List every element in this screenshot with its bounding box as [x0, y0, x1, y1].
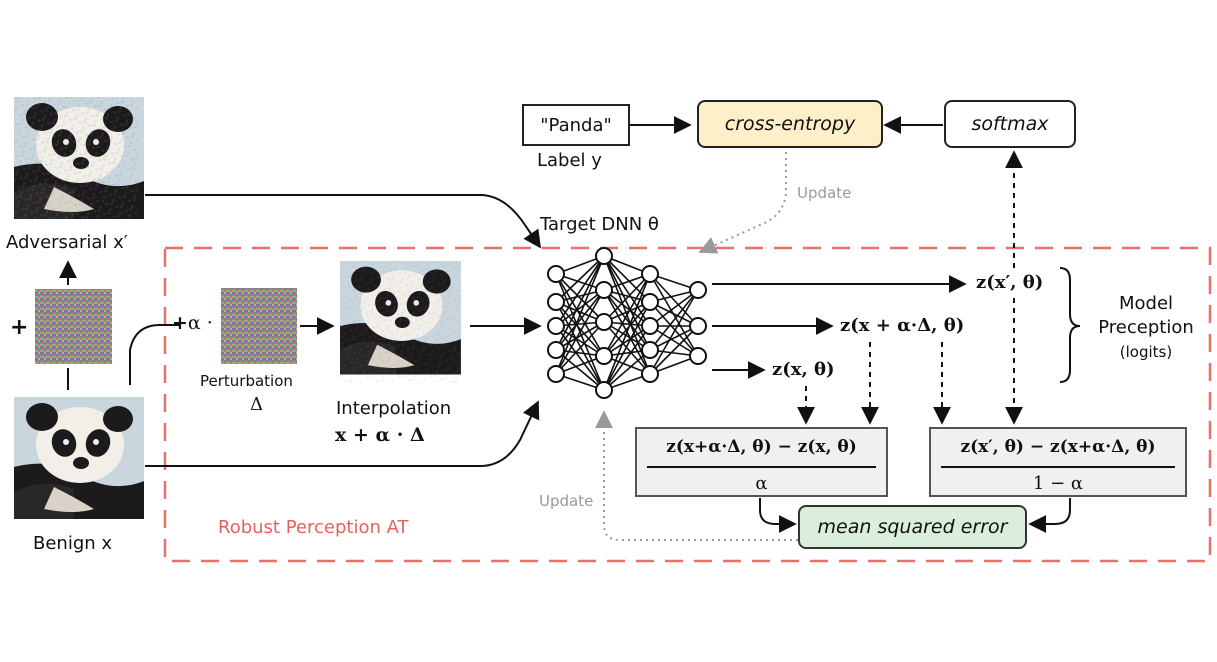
- model-perception-label: Model Preception (logits): [1098, 293, 1194, 361]
- delta-label: Δ: [250, 394, 263, 415]
- dnn-edge: [555, 301, 605, 357]
- update-label-bottom: Update: [539, 492, 594, 510]
- dnn-node: [641, 341, 659, 359]
- dnn-edge: [555, 273, 605, 323]
- dnn-node: [547, 365, 565, 383]
- z-interpolation-label: z(x + α·Δ, θ): [840, 315, 965, 336]
- z-adversarial-label: z(x′, θ): [976, 272, 1044, 293]
- benign-label: Benign x: [33, 533, 113, 554]
- dnn-edge: [555, 255, 605, 351]
- target-dnn-network: [555, 255, 699, 391]
- dnn-node: [641, 365, 659, 383]
- adversarial-label: Adversarial x′: [6, 232, 128, 253]
- perturbation-noise-image: [221, 288, 297, 364]
- dnn-edge: [603, 301, 651, 357]
- dnn-edge: [603, 289, 651, 351]
- dnn-node: [595, 281, 613, 299]
- target-dnn-label: Target DNN θ: [540, 214, 659, 235]
- cross-entropy-box: cross-entropy: [697, 100, 883, 148]
- dnn-node: [689, 347, 707, 365]
- dnn-node: [689, 317, 707, 335]
- interpolation-label: Interpolation: [336, 398, 452, 419]
- robust-at-label: Robust Perception AT: [218, 517, 409, 538]
- dnn-edge: [649, 289, 699, 327]
- dnn-edge: [555, 289, 605, 327]
- dnn-edge: [555, 321, 605, 351]
- fraction-right: z(x′, θ) − z(x+α·Δ, θ) 1 − α: [929, 427, 1187, 497]
- dnn-edge: [603, 349, 651, 391]
- noise-image-left: [35, 289, 112, 364]
- dnn-node: [641, 265, 659, 283]
- panda-label-box: "Panda": [522, 104, 630, 146]
- dnn-edge: [649, 325, 699, 357]
- dnn-edge: [555, 325, 605, 391]
- dnn-node: [641, 293, 659, 311]
- benign-panda-image: [14, 397, 144, 519]
- dnn-edge: [603, 289, 651, 327]
- dnn-edge: [603, 273, 651, 357]
- dnn-edge: [603, 273, 651, 323]
- dnn-edge: [603, 255, 651, 327]
- svg-text:+: +: [10, 315, 28, 340]
- dnn-edge: [649, 273, 699, 357]
- interpolation-formula: x + α · Δ: [335, 424, 425, 446]
- dnn-edge: [649, 289, 699, 351]
- dnn-edge: [555, 255, 605, 375]
- dnn-node: [689, 281, 707, 299]
- dnn-edge: [555, 289, 605, 351]
- dnn-edge: [649, 273, 699, 327]
- dnn-edge: [649, 301, 699, 357]
- mse-box: mean squared error: [798, 505, 1027, 549]
- dnn-edge: [603, 325, 651, 391]
- dnn-edge: [555, 301, 605, 391]
- update-label-top: Update: [797, 184, 852, 202]
- dnn-edge: [603, 321, 651, 375]
- dnn-edge: [555, 349, 605, 391]
- softmax-box: softmax: [944, 100, 1076, 148]
- dnn-edge: [603, 255, 651, 351]
- dnn-edge: [555, 321, 605, 375]
- dnn-edge: [555, 325, 605, 357]
- z-benign-label: z(x, θ): [772, 359, 835, 380]
- perturbation-label: Perturbation: [200, 372, 293, 390]
- dnn-edge: [555, 255, 605, 327]
- dnn-node: [547, 341, 565, 359]
- dnn-node: [547, 265, 565, 283]
- dnn-node: [595, 313, 613, 331]
- dnn-edge: [555, 289, 605, 375]
- robust-at-region: [163, 246, 1212, 563]
- dnn-node: [595, 381, 613, 399]
- label-y: Label y: [537, 150, 602, 171]
- dnn-edge: [603, 325, 651, 357]
- fraction-left: z(x+α·Δ, θ) − z(x, θ) α: [635, 427, 888, 497]
- dnn-node: [595, 347, 613, 365]
- dnn-edge: [603, 273, 651, 391]
- dnn-node: [547, 293, 565, 311]
- dnn-edge: [603, 301, 651, 391]
- dnn-nodes: [547, 247, 707, 399]
- dnn-node: [595, 247, 613, 265]
- dnn-node: [547, 317, 565, 335]
- dnn-edge: [555, 255, 605, 303]
- dnn-edge: [649, 289, 699, 375]
- alpha-plus-label: +α ·: [172, 312, 213, 334]
- dnn-edge: [649, 325, 699, 375]
- dnn-node: [641, 317, 659, 335]
